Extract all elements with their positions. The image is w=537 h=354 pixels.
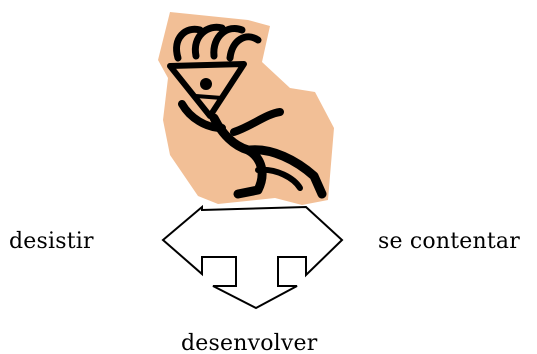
- label-desistir: desistir: [9, 231, 94, 253]
- label-se-contentar: se contentar: [378, 231, 520, 253]
- running-figure-icon: [158, 12, 334, 205]
- three-way-arrow-icon: [163, 207, 342, 308]
- label-desenvolver: desenvolver: [181, 333, 317, 354]
